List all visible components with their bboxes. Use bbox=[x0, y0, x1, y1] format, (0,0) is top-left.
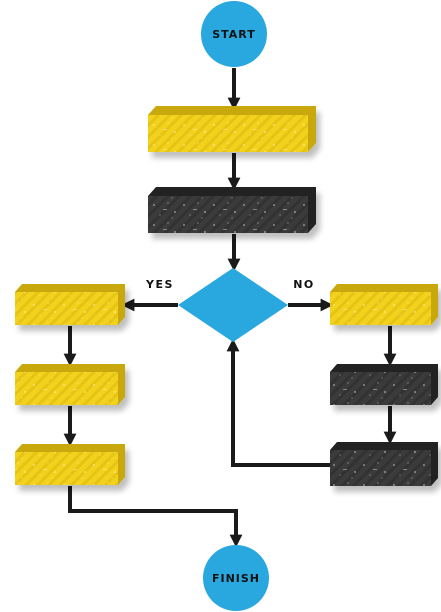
box-texture bbox=[15, 372, 118, 405]
process-box-2 bbox=[148, 187, 316, 233]
process-box-1 bbox=[148, 106, 316, 152]
flowchart-nodes: START bbox=[15, 1, 438, 611]
decision-node bbox=[178, 268, 288, 342]
box-texture bbox=[15, 452, 118, 485]
box-texture bbox=[148, 115, 308, 152]
no-box-2 bbox=[330, 364, 438, 405]
box-texture bbox=[330, 372, 431, 405]
yes-box-3 bbox=[15, 444, 125, 485]
box-texture bbox=[15, 292, 118, 325]
no-box-1 bbox=[330, 284, 438, 325]
yes-label: YES bbox=[145, 278, 174, 291]
finish-label: FINISH bbox=[212, 572, 260, 585]
start-label: START bbox=[212, 28, 256, 41]
edge-no3-loop-to-decision bbox=[226, 338, 330, 467]
box-texture bbox=[330, 292, 431, 325]
no-label: NO bbox=[293, 278, 315, 291]
flowchart-edges bbox=[63, 68, 397, 548]
start-node: START bbox=[201, 1, 267, 67]
yes-box-2 bbox=[15, 364, 125, 405]
finish-circle bbox=[203, 545, 269, 611]
box-texture bbox=[330, 450, 431, 486]
no-box-3 bbox=[330, 442, 438, 486]
box-texture bbox=[148, 196, 308, 233]
start-circle bbox=[201, 1, 267, 67]
decision-diamond bbox=[178, 268, 288, 342]
yes-box-1 bbox=[15, 284, 125, 325]
edge-yes3-to-finish bbox=[68, 486, 243, 548]
finish-node: FINISH bbox=[203, 545, 269, 611]
